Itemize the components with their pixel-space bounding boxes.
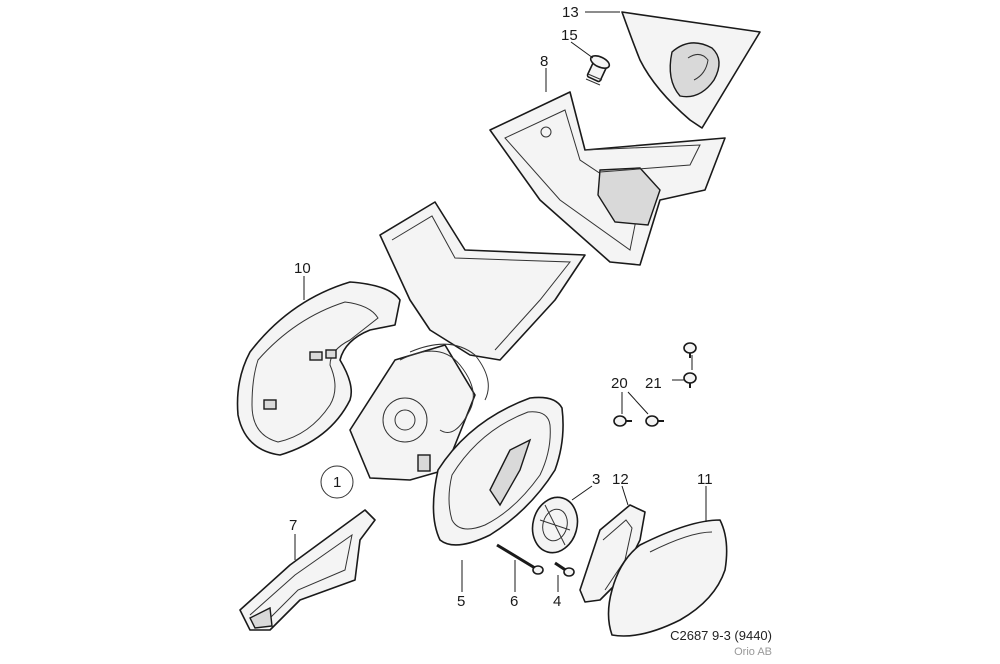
- callout-labels: 13 15 8 10 20 21 1 3 12 11 7 5 6 4: [289, 4, 713, 610]
- part-5-glass-frame: [432, 396, 564, 546]
- mirror-arm-bracket: [379, 201, 586, 361]
- callout-8: 8: [540, 53, 548, 70]
- callout-15: 15: [561, 27, 578, 44]
- callout-10: 10: [294, 260, 311, 277]
- part-3-adjust-motor: [531, 496, 579, 554]
- part-1-motor-assembly: [320, 343, 489, 499]
- callout-7: 7: [289, 517, 297, 534]
- part-15-screw: [585, 55, 611, 86]
- callout-3: 3: [592, 471, 600, 488]
- callout-5: 5: [457, 593, 465, 610]
- part-8-base-plate: [489, 91, 726, 266]
- part-10-housing-cover: [236, 281, 401, 456]
- callout-20: 20: [611, 375, 628, 392]
- part-13-inner-cover: [621, 11, 761, 129]
- callout-4: 4: [553, 593, 561, 610]
- callout-12: 12: [612, 471, 629, 488]
- part-6-bolt: [496, 543, 544, 575]
- diagram-reference-code: C2687 9-3 (9440): [670, 628, 772, 643]
- leader-lines: [294, 11, 707, 592]
- company-credit: Orio AB: [734, 646, 772, 658]
- part-7-lower-cover: [239, 509, 376, 631]
- callout-13: 13: [562, 4, 579, 21]
- callout-11: 11: [697, 471, 713, 488]
- parts-20-21-screws: [613, 342, 697, 427]
- callout-6: 6: [510, 593, 518, 610]
- callout-1: 1: [333, 474, 341, 491]
- part-4-screw: [554, 561, 575, 577]
- callout-21: 21: [645, 375, 662, 392]
- part-11-mirror-glass: [607, 519, 728, 637]
